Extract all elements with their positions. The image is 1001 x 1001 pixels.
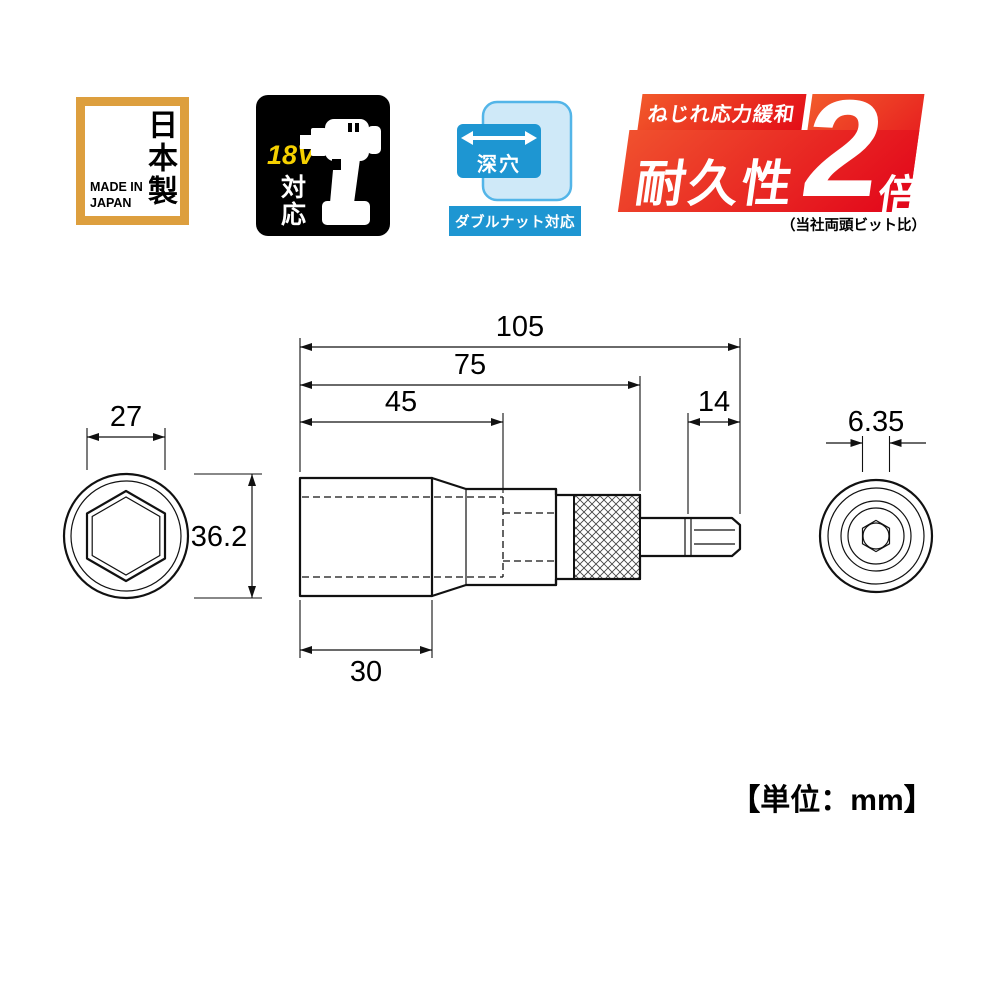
made-in-japan-badge: 日本製 MADE IN JAPAN bbox=[76, 97, 189, 225]
dim-socket-head-length: 30 bbox=[350, 656, 382, 688]
made-in-line: MADE IN bbox=[90, 179, 143, 194]
deep-socket-label: 深穴 bbox=[477, 152, 521, 176]
front-view-socket: 27 36.2 bbox=[62, 401, 262, 600]
durability-note: （当社両頭ビット比） bbox=[781, 218, 926, 234]
voltage-badge: 18V 対応 bbox=[256, 95, 390, 236]
knurled-collar bbox=[573, 494, 641, 580]
hidden-bore-lines bbox=[302, 496, 556, 578]
made-in-japan-kanji: 日本製 bbox=[143, 109, 176, 208]
durability-badge: ねじれ応力緩和 耐久性 2 倍 （当社両頭ビット比） bbox=[616, 72, 928, 251]
dim-outer-diameter: 36.2 bbox=[191, 521, 247, 553]
unit-note: 【単位：mm】 bbox=[730, 783, 933, 817]
deep-socket-graphic: 深穴 bbox=[457, 100, 573, 202]
voltage-label: 対応 bbox=[277, 174, 306, 228]
japan-line: JAPAN bbox=[90, 195, 132, 210]
dim-across-flats: 27 bbox=[110, 401, 142, 433]
dim-hex-tip-length: 14 bbox=[698, 386, 730, 418]
double-nut-label: ダブルナット対応 bbox=[449, 206, 581, 236]
voltage-text-column: 18V 対応 bbox=[267, 140, 315, 228]
impact-driver-icon bbox=[300, 119, 381, 225]
depth-arrow-icon bbox=[461, 131, 537, 145]
made-in-japan-english: MADE IN JAPAN bbox=[90, 179, 143, 212]
end-view-hex-shank: 6.35 bbox=[818, 406, 934, 594]
side-view-socket-bit: 105 75 45 14 30 bbox=[298, 311, 742, 688]
dim-hex-shank: 6.35 bbox=[848, 406, 904, 438]
deep-socket-badge: 深穴 ダブルナット対応 bbox=[449, 96, 581, 236]
dim-upper-length: 75 bbox=[454, 349, 486, 381]
dim-socket-depth: 45 bbox=[385, 386, 417, 418]
dim-overall-length: 105 bbox=[496, 311, 544, 343]
